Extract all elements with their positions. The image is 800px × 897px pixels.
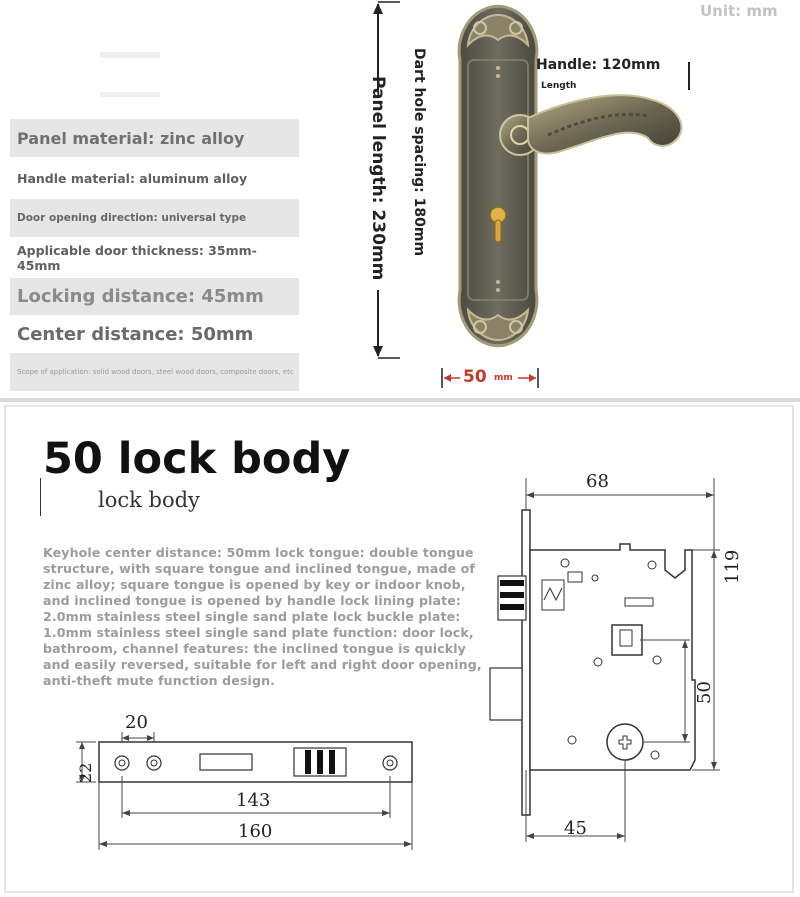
spec-scope: Scope of application: solid wood doors, … bbox=[10, 353, 299, 391]
strike-plate-drawing bbox=[76, 732, 413, 850]
handle-dim-tick bbox=[688, 62, 690, 90]
dart-hole-label: Dart hole spacing: 180mm bbox=[411, 48, 427, 257]
spec-panel-material: Panel material: zinc alloy bbox=[10, 119, 299, 157]
handle-length-sublabel: Length bbox=[541, 81, 577, 91]
section-divider bbox=[0, 398, 800, 402]
blurred-text bbox=[100, 92, 160, 97]
section-subtitle: lock body bbox=[98, 488, 200, 512]
lock-body-drawing bbox=[489, 478, 720, 842]
title-bar bbox=[40, 478, 41, 516]
panel-width-value: 50 bbox=[463, 367, 487, 387]
dim-50: 50 bbox=[694, 681, 715, 704]
handle-length-label: Handle: 120mm bbox=[536, 57, 661, 73]
spec-door-thickness: Applicable door thickness: 35mm-45mm bbox=[17, 243, 257, 273]
dim-45: 45 bbox=[564, 818, 587, 839]
dim-20: 20 bbox=[125, 712, 148, 733]
dim-68: 68 bbox=[586, 471, 609, 492]
dim-22: 22 bbox=[76, 762, 95, 783]
dim-143: 143 bbox=[236, 790, 271, 811]
lock-description: Keyhole center distance: 50mm lock tongu… bbox=[43, 545, 482, 688]
spec-handle-material: Handle material: aluminum alloy bbox=[17, 170, 248, 186]
dim-160: 160 bbox=[238, 821, 273, 842]
panel-width-unit: mm bbox=[494, 373, 513, 383]
spec-locking-distance: Locking distance: 45mm bbox=[10, 278, 299, 315]
unit-label: Unit: mm bbox=[700, 2, 778, 20]
panel-length-label: Panel length: 230mm bbox=[368, 76, 388, 281]
blurred-text bbox=[100, 52, 160, 58]
section-title: 50 lock body bbox=[43, 434, 351, 484]
door-handle-image bbox=[457, 4, 683, 348]
spec-center-distance: Center distance: 50mm bbox=[17, 323, 254, 345]
product-spec-panel: Unit: mm Panel material: zinc alloy Hand… bbox=[0, 0, 800, 400]
panel-width-dim-line bbox=[441, 368, 539, 388]
panel-length-dim-line bbox=[373, 1, 400, 359]
dim-119: 119 bbox=[722, 549, 743, 584]
spec-door-direction: Door opening direction: universal type bbox=[10, 199, 299, 237]
